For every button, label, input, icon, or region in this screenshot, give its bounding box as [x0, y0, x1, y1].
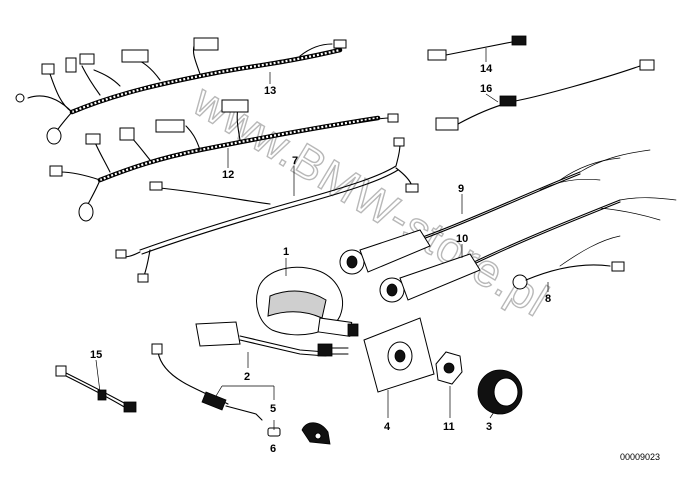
callout-14: 14 — [480, 63, 493, 75]
plug — [317, 343, 333, 357]
bulb-holder — [201, 391, 227, 411]
cable-15 — [55, 365, 137, 413]
connector — [79, 53, 95, 65]
ring-terminal — [15, 93, 25, 103]
socket-cable-10 — [379, 197, 677, 303]
callout-6: 6 — [270, 443, 276, 455]
document-number: 00009023 — [620, 452, 660, 462]
cable-8 — [512, 235, 625, 290]
connector — [611, 261, 625, 272]
connector — [393, 137, 405, 147]
connector — [427, 49, 447, 61]
connector — [78, 202, 94, 222]
connector-cable-2 — [195, 321, 349, 357]
wiring-loom-7 — [115, 137, 419, 283]
callout-4: 4 — [384, 421, 391, 433]
switch-shaft — [317, 317, 353, 337]
connector — [85, 133, 101, 145]
mounting-plate-4 — [363, 317, 435, 393]
connector — [435, 117, 459, 131]
callout-12: 12 — [222, 169, 234, 181]
callout-5: 5 — [270, 403, 276, 415]
connector — [123, 401, 137, 413]
callout-3: 3 — [486, 421, 492, 433]
leader-lines — [95, 48, 549, 430]
connector — [55, 365, 67, 377]
connector — [49, 165, 63, 177]
connector — [333, 39, 347, 49]
connector — [115, 249, 127, 259]
nut-bore — [443, 362, 455, 374]
connector — [639, 59, 655, 71]
socket-cable-9 — [339, 149, 651, 275]
callout-7: 7 — [292, 155, 298, 167]
nut-11 — [435, 351, 463, 385]
cable-14 — [427, 35, 527, 61]
shaft-nut — [347, 323, 359, 337]
connector — [221, 99, 249, 113]
callout-16: 16 — [480, 83, 492, 95]
sleeve — [97, 389, 107, 401]
cable-5 — [151, 343, 263, 421]
connector — [155, 119, 185, 133]
connector — [46, 127, 62, 145]
connector — [119, 127, 135, 141]
connector — [149, 181, 163, 191]
wiring-harness-12 — [49, 99, 399, 222]
connector — [137, 273, 149, 283]
callout-8: 8 — [545, 293, 551, 305]
connector — [511, 35, 527, 46]
callout-10: 10 — [456, 233, 468, 245]
connector — [121, 49, 149, 63]
socket-pins — [346, 255, 358, 269]
socket-pins — [386, 283, 398, 297]
connector — [499, 95, 517, 107]
connector — [41, 63, 55, 75]
callout-15: 15 — [90, 349, 102, 361]
plate-hole-center — [394, 349, 406, 363]
connector — [65, 57, 77, 73]
knob-3 — [477, 369, 523, 415]
connector — [387, 113, 399, 123]
callout-11: 11 — [443, 421, 455, 433]
cable-16 — [435, 59, 655, 131]
callout-1: 1 — [283, 246, 289, 258]
connector — [193, 37, 219, 51]
callout-13: 13 — [264, 85, 276, 97]
knob-face — [493, 377, 519, 407]
wiring-harness-13 — [15, 37, 347, 145]
connector — [151, 343, 163, 355]
switch-assembly-1 — [256, 266, 359, 337]
grommet — [512, 274, 528, 290]
lamp-cover — [301, 422, 331, 445]
callout-2: 2 — [244, 371, 250, 383]
connector — [405, 183, 419, 193]
callout-9: 9 — [458, 183, 464, 195]
